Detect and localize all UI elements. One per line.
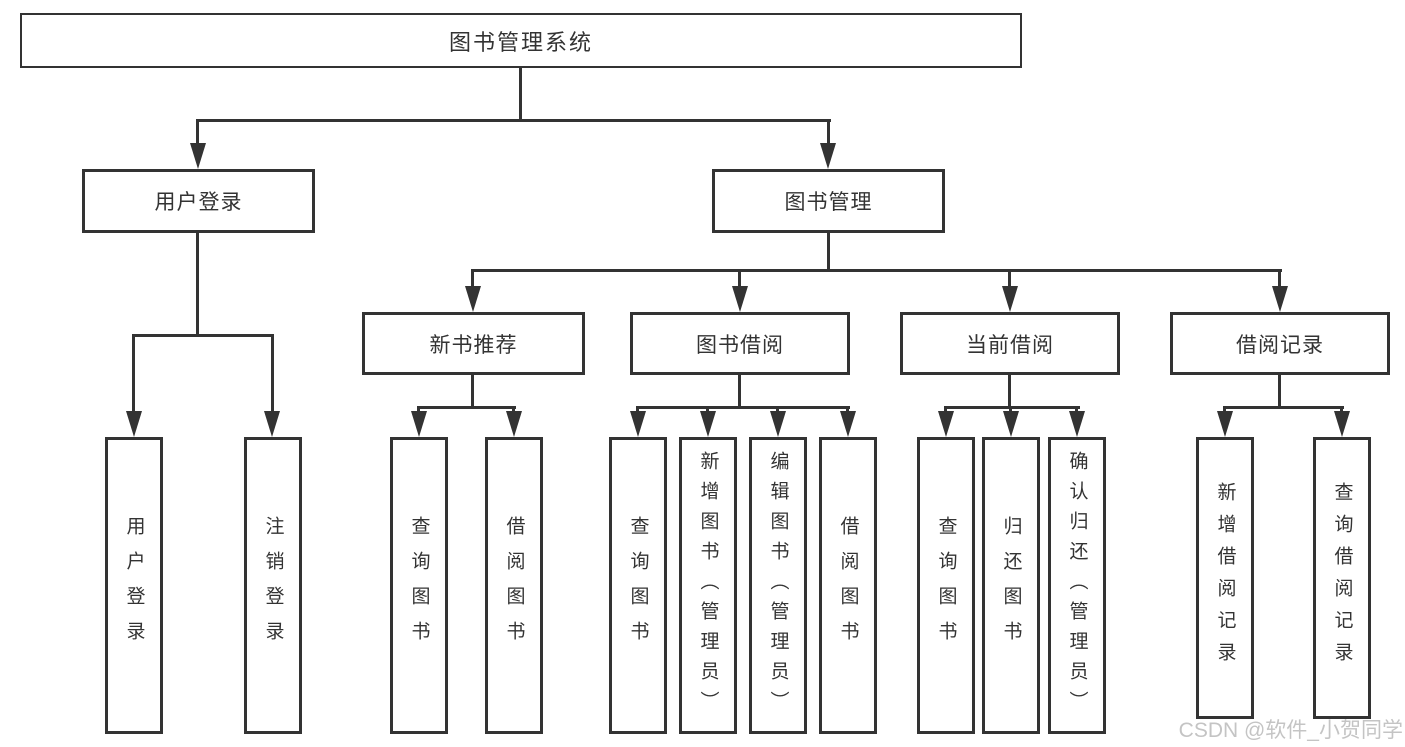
- connector-line: [196, 233, 199, 336]
- connector-line: [132, 334, 274, 337]
- connector-line: [271, 334, 274, 414]
- connector-line: [417, 406, 516, 409]
- arrow-down-icon: [1069, 411, 1085, 437]
- node-label: 图书管理系统: [448, 29, 593, 55]
- node-label: 编辑图书（管理员）: [767, 450, 789, 721]
- node-label: 用户登录: [123, 515, 145, 656]
- node-label: 借阅图书: [503, 515, 525, 656]
- arrow-down-icon: [506, 411, 522, 437]
- node-new-book-recommend: 新书推荐: [362, 312, 585, 375]
- connector-line: [1278, 269, 1281, 289]
- connector-line: [1008, 375, 1011, 409]
- leaf-logout: 注销登录: [244, 437, 302, 734]
- node-book-borrow: 图书借阅: [630, 312, 850, 375]
- leaf-current-return: 归还图书: [982, 437, 1040, 734]
- arrow-down-icon: [770, 411, 786, 437]
- connector-line: [738, 269, 741, 289]
- node-user-login: 用户登录: [82, 169, 315, 233]
- node-label: 新增借阅记录: [1214, 482, 1236, 674]
- node-library-system: 图书管理系统: [20, 13, 1022, 68]
- leaf-borrow-edit-admin: 编辑图书（管理员）: [749, 437, 807, 734]
- arrow-down-icon: [1334, 411, 1350, 437]
- leaf-records-query: 查询借阅记录: [1313, 437, 1371, 719]
- node-label: 图书管理: [784, 191, 873, 214]
- node-label: 查询图书: [408, 515, 430, 656]
- connector-line: [827, 119, 830, 147]
- leaf-current-confirm-admin: 确认归还（管理员）: [1048, 437, 1106, 734]
- connector-line: [636, 406, 850, 409]
- node-current-borrow: 当前借阅: [900, 312, 1120, 375]
- connector-line: [196, 119, 199, 147]
- node-label: 当前借阅: [966, 333, 1054, 357]
- node-borrow-records: 借阅记录: [1170, 312, 1390, 375]
- arrow-down-icon: [190, 143, 206, 169]
- connector-line: [944, 406, 1080, 409]
- leaf-records-add: 新增借阅记录: [1196, 437, 1254, 719]
- node-label: 归还图书: [1000, 515, 1022, 656]
- connector-line: [738, 375, 741, 409]
- connector-line: [1008, 269, 1011, 289]
- leaf-current-query: 查询图书: [917, 437, 975, 734]
- leaf-borrow-query: 查询图书: [609, 437, 667, 734]
- connector-line: [471, 269, 474, 289]
- connector-line: [197, 119, 831, 122]
- node-label: 新书推荐: [429, 333, 518, 357]
- node-label: 注销登录: [262, 515, 284, 656]
- arrow-down-icon: [1003, 411, 1019, 437]
- arrow-down-icon: [1002, 286, 1018, 312]
- arrow-down-icon: [264, 411, 280, 437]
- node-label: 确认归还（管理员）: [1066, 450, 1088, 721]
- arrow-down-icon: [938, 411, 954, 437]
- connector-line: [827, 233, 830, 272]
- arrow-down-icon: [700, 411, 716, 437]
- node-label: 查询借阅记录: [1331, 482, 1353, 674]
- arrow-down-icon: [411, 411, 427, 437]
- arrow-down-icon: [840, 411, 856, 437]
- leaf-borrow-borrow: 借阅图书: [819, 437, 877, 734]
- csdn-watermark: CSDN @软件_小贺同学: [1178, 719, 1403, 742]
- arrow-down-icon: [1217, 411, 1233, 437]
- node-label: 借阅图书: [837, 515, 859, 656]
- arrow-down-icon: [1272, 286, 1288, 312]
- connector-line: [1278, 375, 1281, 409]
- connector-line: [471, 269, 1282, 272]
- arrow-down-icon: [465, 286, 481, 312]
- node-label: 用户登录: [154, 191, 243, 214]
- arrow-down-icon: [630, 411, 646, 437]
- connector-line: [132, 334, 135, 414]
- node-label: 新增图书（管理员）: [697, 450, 719, 721]
- leaf-new-books-borrow: 借阅图书: [485, 437, 543, 734]
- node-book-management: 图书管理: [712, 169, 945, 233]
- connector-line: [519, 68, 522, 122]
- arrow-down-icon: [732, 286, 748, 312]
- node-label: 图书借阅: [696, 333, 784, 357]
- leaf-borrow-add-admin: 新增图书（管理员）: [679, 437, 737, 734]
- leaf-new-books-query: 查询图书: [390, 437, 448, 734]
- arrow-down-icon: [126, 411, 142, 437]
- node-label: 查询图书: [627, 515, 649, 656]
- node-label: 查询图书: [935, 515, 957, 656]
- connector-line: [471, 375, 474, 409]
- node-label: 借阅记录: [1236, 333, 1324, 357]
- leaf-user-login: 用户登录: [105, 437, 163, 734]
- arrow-down-icon: [820, 143, 836, 169]
- connector-line: [1223, 406, 1344, 409]
